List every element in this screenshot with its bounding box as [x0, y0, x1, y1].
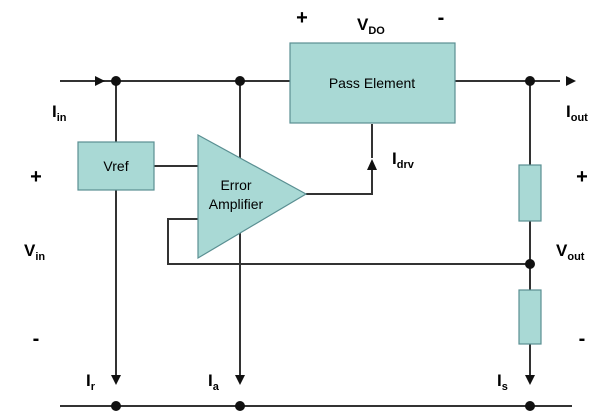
- junction-dot: [525, 259, 535, 269]
- junction-dot: [235, 401, 245, 411]
- junctions: [111, 76, 535, 411]
- pass-element-block: [289, 42, 456, 124]
- amp-output-wire: [306, 168, 373, 195]
- ia-label: Ia: [208, 371, 220, 393]
- junction-dot: [235, 76, 245, 86]
- idrv-label: Idrv: [392, 149, 415, 171]
- vout-plus-sign: +: [576, 166, 588, 188]
- arrows: [95, 76, 576, 385]
- junction-dot: [111, 401, 121, 411]
- error-amplifier-label-line1: Error: [220, 177, 251, 193]
- vref-block: [77, 141, 155, 191]
- error-amplifier-label-line2: Amplifier: [209, 196, 264, 212]
- error-amplifier-block: [197, 133, 308, 260]
- vin-label: Vin: [24, 241, 45, 263]
- vout-minus-sign: -: [579, 328, 586, 350]
- junction-dot: [525, 76, 535, 86]
- is-arrow: [525, 375, 535, 385]
- vdo-label: VDO: [357, 15, 385, 37]
- ir-arrow: [111, 375, 121, 385]
- vout-label: Vout: [556, 241, 585, 263]
- ia-arrow: [235, 375, 245, 385]
- feedback-wire: [167, 218, 530, 265]
- is-label: Is: [497, 371, 508, 393]
- iout-arrow: [566, 76, 576, 86]
- junction-dot: [525, 401, 535, 411]
- vdo-plus-sign: +: [296, 7, 308, 29]
- vdo-minus-sign: -: [438, 7, 445, 29]
- vin-plus-sign: +: [30, 166, 42, 188]
- vin-minus-sign: -: [33, 328, 40, 350]
- upper-resistor: [518, 164, 542, 222]
- junction-dot: [111, 76, 121, 86]
- blocks: [77, 42, 542, 345]
- wires: [60, 80, 572, 407]
- vref-label: Vref: [103, 158, 128, 174]
- iin-arrow: [95, 76, 105, 86]
- ir-label: Ir: [86, 371, 96, 393]
- iout-label: Iout: [566, 102, 588, 124]
- lower-resistor: [518, 289, 542, 345]
- idrv-arrow: [367, 159, 377, 170]
- pass-element-label: Pass Element: [329, 75, 415, 91]
- iin-label: Iin: [52, 102, 67, 124]
